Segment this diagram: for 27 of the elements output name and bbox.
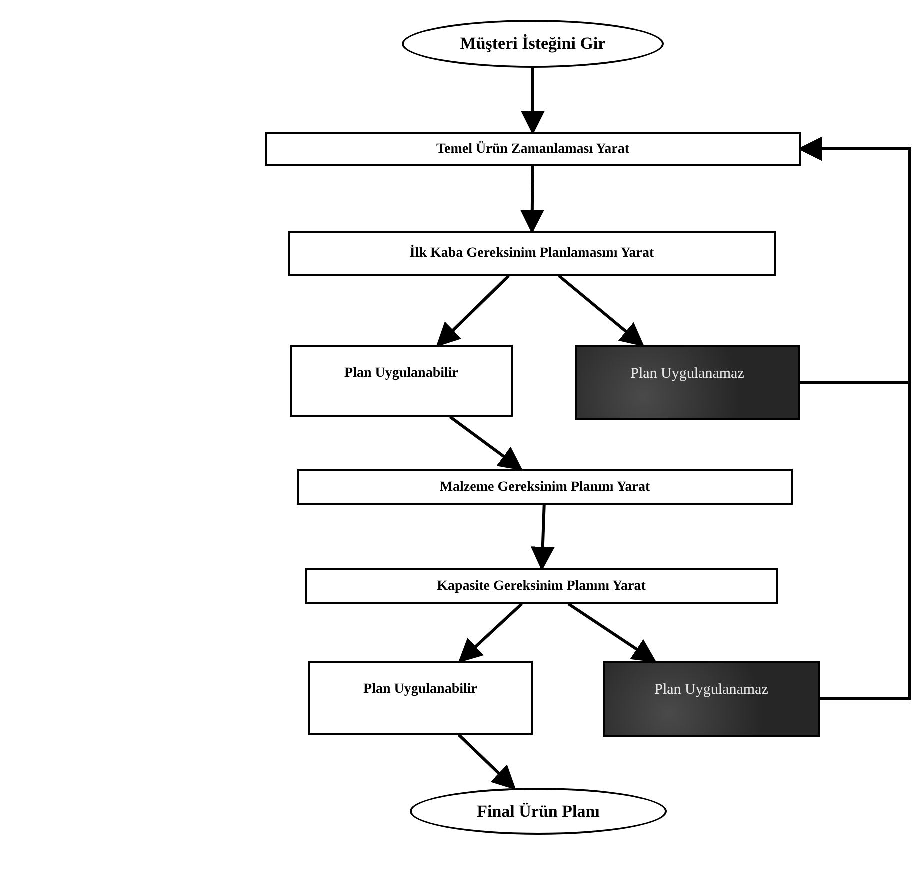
process-box: [297, 469, 793, 505]
process-box: [603, 661, 820, 737]
process-box: [288, 231, 776, 276]
node-label: Plan Uygulanamaz: [654, 681, 768, 700]
node-label: Final Ürün Planı: [477, 800, 600, 823]
process-box: [290, 345, 513, 417]
arrow: [530, 504, 555, 571]
process-box: [575, 345, 800, 420]
arrow: [568, 602, 657, 663]
arrow: [521, 68, 545, 135]
node-label: Malzeme Gereksinim Planını Yarat: [440, 478, 650, 496]
node-label: Plan Uygulanamaz: [630, 365, 744, 384]
arrow: [558, 274, 645, 347]
arrow: [458, 734, 516, 790]
process-box: [265, 132, 801, 166]
process-box: [308, 661, 533, 735]
arrow: [436, 274, 510, 348]
node-label: Plan Uygulanabilir: [344, 365, 458, 383]
node-label: Kapasite Gereksinim Planını Yarat: [437, 578, 646, 596]
node-label: Müşteri İsteğini Gir: [460, 33, 606, 56]
arrow: [449, 416, 524, 471]
arrow: [458, 602, 524, 664]
node-label: İlk Kaba Gereksinim Planlamasını Yarat: [410, 244, 654, 263]
node-label: Temel Ürün Zamanlaması Yarat: [436, 140, 630, 158]
node-label: Plan Uygulanabilir: [364, 681, 478, 699]
process-box: [305, 568, 778, 604]
arrow: [520, 166, 544, 234]
